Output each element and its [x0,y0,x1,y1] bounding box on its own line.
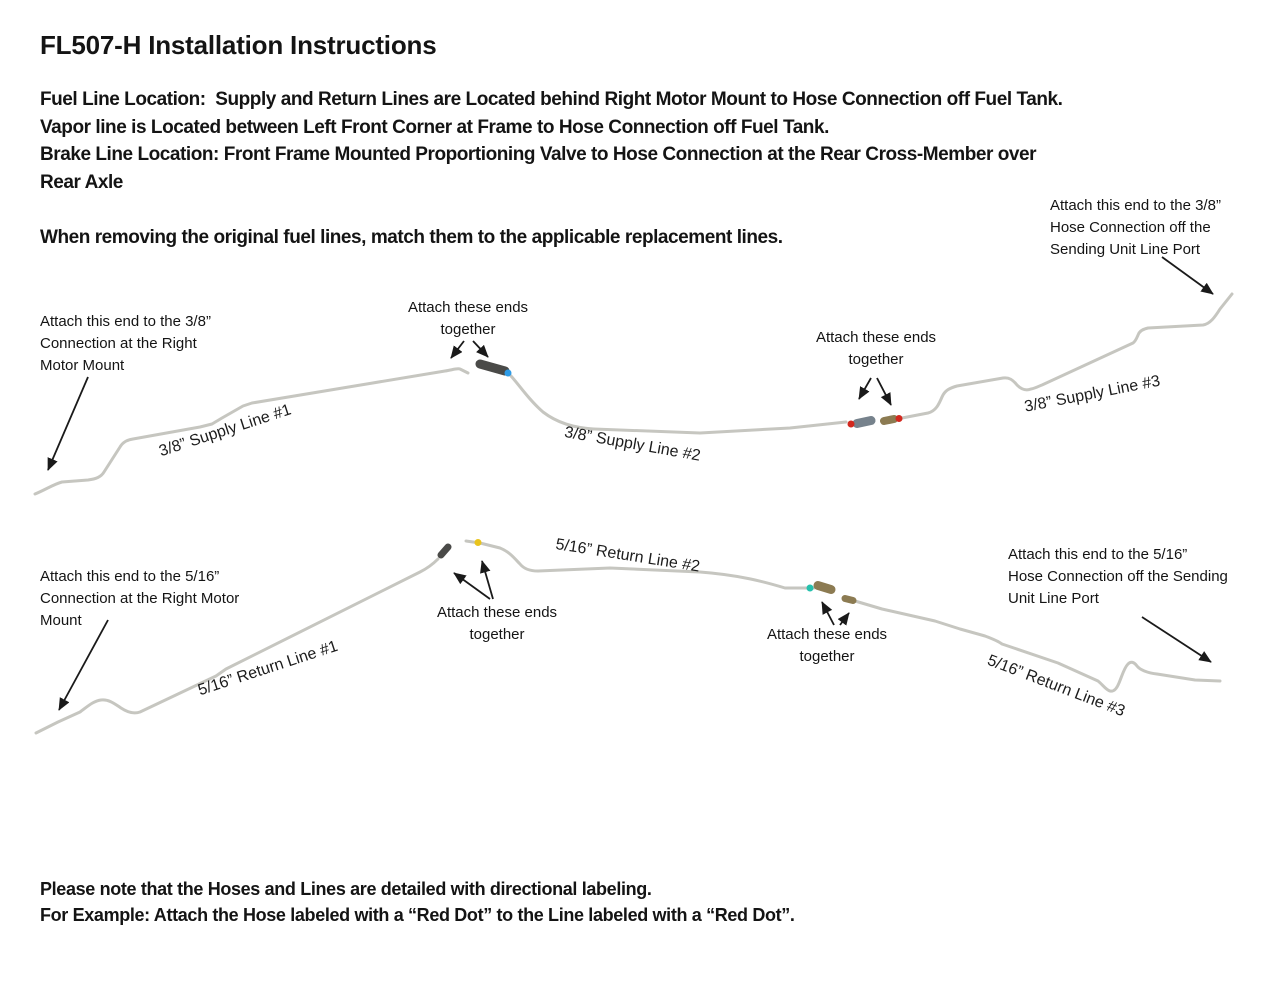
footer-note-1: Please note that the Hoses and Lines are… [40,879,652,899]
supply-line-2-path [509,374,848,435]
red-dot-marker-line [847,420,855,428]
arrow-supply-left [47,376,89,471]
page-title: FL507-H Installation Instructions [40,30,437,60]
annotation-return-right: Attach this end to the 5/16” Hose Connec… [1008,546,1228,607]
location-intro: Fuel Line Location: Supply and Return Li… [40,86,1063,196]
annotation-supply-right: Attach this end to the 3/8” Hose Connect… [1050,197,1221,258]
tip-fitting-return-1 [437,543,452,559]
intro-line-3: Brake Line Location: Front Frame Mounted… [40,144,1037,165]
supply-line-3-path [900,292,1234,420]
return-line-2-path [464,539,816,590]
red-dot-marker-hose [895,415,903,422]
annotation-supply-mid2: Attach these ends together [815,329,937,368]
annotation-supply-left: Attach this end to the 3/8” Connection a… [40,313,211,374]
return-line-3-path [853,599,1222,693]
arrow-return-right [1141,616,1212,663]
arrow-supply-mid2-b [876,377,892,406]
intro-line-4: Rear Axle [40,171,123,193]
intro-line-1: Fuel Line Location: Supply and Return Li… [40,89,1063,110]
arrow-return-left [58,619,109,711]
return-line-1-path [34,557,440,735]
hose-fitting-return-2 [813,581,836,594]
arrow-supply-mid-a [450,340,465,359]
arrow-return-mid-a [453,572,491,600]
arrow-supply-mid2-a [858,377,872,400]
annotation-supply-mid: Attach these ends together [407,299,529,338]
hose-fitting-supply-2b [880,415,898,425]
arrow-return-mid-b [480,560,494,600]
arrow-return-mid2-a [821,601,835,626]
footer-note-2: For Example: Attach the Hose labeled wit… [40,904,795,925]
arrow-supply-mid-b [472,340,489,358]
hose-fitting-supply-1 [475,359,510,376]
yellow-dot-marker [474,539,482,546]
annotation-arrows [47,256,1214,711]
hose-fitting-supply-2a [852,416,876,428]
arrow-supply-right [1161,256,1214,295]
annotation-return-mid: Attach these ends together [436,604,558,643]
supply-line-1-path [33,367,470,496]
footer-notes: Please note that the Hoses and Lines are… [40,877,795,928]
teal-dot-marker [806,584,814,592]
removal-note: When removing the original fuel lines, m… [40,227,783,248]
annotation-return-mid2: Attach these ends together [766,626,888,665]
intro-line-2: Vapor line is Located between Left Front… [40,116,829,138]
hose-fitting-return-3 [841,595,857,604]
tube-lines [33,292,1234,735]
annotation-return-left: Attach this end to the 5/16” Connection … [40,568,240,629]
arrow-return-mid2-b [837,612,850,626]
blue-dot-marker [504,369,512,377]
